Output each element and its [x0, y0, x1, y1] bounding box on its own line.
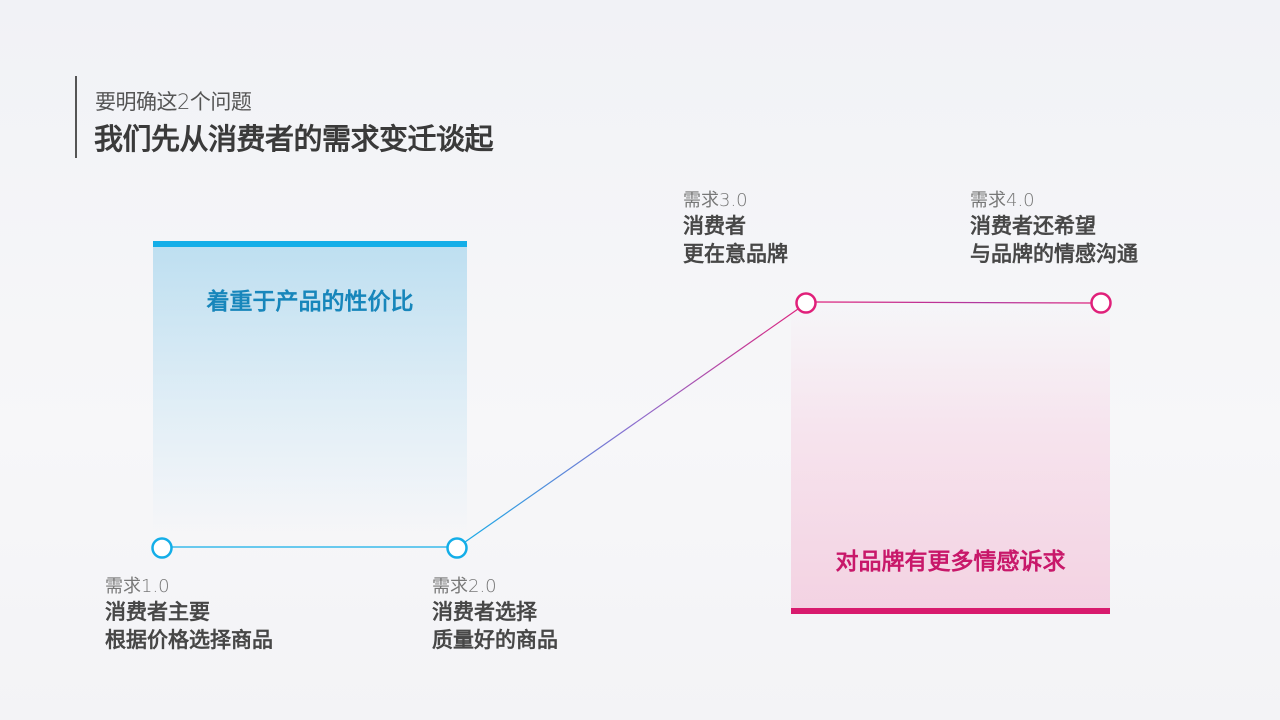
stage-line: 消费者主要 — [105, 600, 210, 624]
stage-label: 需求1.0 — [105, 576, 170, 597]
stage-line: 质量好的商品 — [432, 628, 558, 652]
price-focus-panel — [153, 241, 467, 531]
stage-line: 消费者选择 — [432, 600, 537, 624]
node-1 — [151, 537, 173, 559]
stage-1: 需求1.0 消费者主要 根据价格选择商品 — [105, 576, 273, 654]
title-accent-line — [75, 76, 77, 158]
node-2 — [446, 537, 468, 559]
emotion-focus-panel-bar — [791, 608, 1110, 614]
emotion-focus-panel — [791, 305, 1110, 614]
page-title: 我们先从消费者的需求变迁谈起 — [94, 122, 494, 156]
node-3 — [795, 292, 817, 314]
timeline-segment-2 — [464, 308, 799, 543]
stage-line: 更在意品牌 — [683, 242, 788, 266]
stage-line: 消费者 — [683, 214, 746, 238]
emotion-focus-text: 对品牌有更多情感诉求 — [835, 549, 1066, 575]
stage-line: 与品牌的情感沟通 — [970, 242, 1138, 266]
price-focus-panel-bar — [153, 241, 467, 247]
stage-label: 需求4.0 — [970, 190, 1035, 211]
stage-line: 根据价格选择商品 — [105, 628, 273, 652]
timeline-segment-3 — [815, 301, 1092, 304]
node-4 — [1090, 292, 1112, 314]
stage-line: 消费者还希望 — [970, 214, 1096, 238]
stage-3: 需求3.0 消费者 更在意品牌 — [683, 190, 788, 268]
stage-2: 需求2.0 消费者选择 质量好的商品 — [432, 576, 558, 654]
stage-4: 需求4.0 消费者还希望 与品牌的情感沟通 — [970, 190, 1138, 268]
stage-label: 需求2.0 — [432, 576, 497, 597]
stage-label: 需求3.0 — [683, 190, 748, 211]
price-focus-text: 着重于产品的性价比 — [206, 289, 414, 315]
page-subtitle: 要明确这2个问题 — [95, 90, 252, 114]
